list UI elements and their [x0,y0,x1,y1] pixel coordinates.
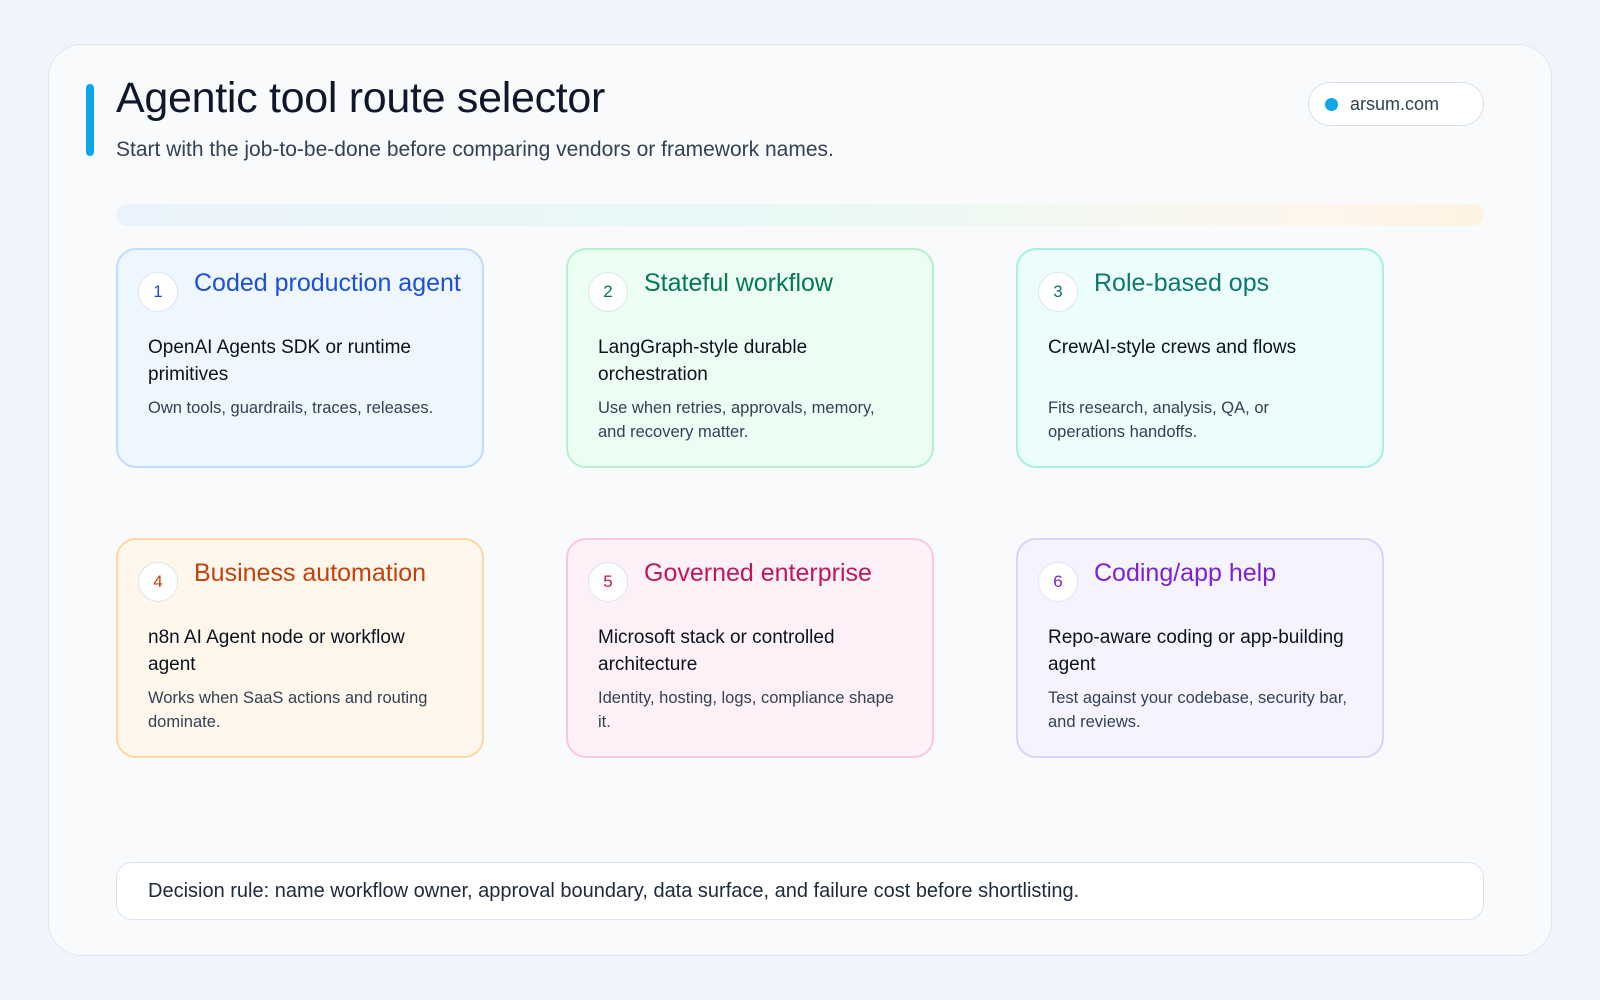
card-note: Test against your codebase, security bar… [1048,689,1347,731]
card-tool: Repo-aware coding or app-building agent [1048,627,1344,675]
card-tool: n8n AI Agent node or workflow agent [148,627,405,675]
main-panel [48,44,1552,956]
route-card-coded-production-agent[interactable]: 1 Coded production agent OpenAI Agents S… [116,248,484,468]
site-label: arsum.com [1350,93,1440,114]
card-note: Use when retries, approvals, memory, and… [598,399,875,441]
card-note: Fits research, analysis, QA, or operatio… [1048,399,1269,441]
card-tool: LangGraph-style durable orchestration [598,337,808,385]
status-dot-icon [1325,97,1338,111]
card-note: Works when SaaS actions and routing domi… [148,689,428,731]
gradient-divider [116,204,1484,226]
card-number-badge: 6 [1038,562,1078,602]
card-number-badge: 5 [588,562,628,602]
card-title: Coded production agent [194,269,461,297]
page-subtitle: Start with the job-to-be-done before com… [116,138,834,161]
route-card-role-based-ops[interactable]: 3 Role-based ops CrewAI-style crews and … [1016,248,1384,468]
card-title: Governed enterprise [644,559,872,587]
card-note: Identity, hosting, logs, compliance shap… [598,689,894,731]
card-title: Stateful workflow [644,269,833,297]
card-tool: Microsoft stack or controlled architectu… [598,627,835,675]
card-number-badge: 3 [1038,272,1078,312]
card-tool: CrewAI-style crews and flows [1048,337,1297,358]
card-title: Coding/app help [1094,559,1277,587]
card-number-badge: 2 [588,272,628,312]
page-title: Agentic tool route selector [116,74,606,122]
card-title: Business automation [194,559,427,587]
route-card-coding-app-help[interactable]: 6 Coding/app help Repo-aware coding or a… [1016,538,1384,758]
card-tool: OpenAI Agents SDK or runtime primitives [148,337,411,385]
card-note: Own tools, guardrails, traces, releases. [148,399,434,417]
site-badge[interactable]: arsum.com [1308,82,1484,126]
route-card-business-automation[interactable]: 4 Business automation n8n AI Agent node … [116,538,484,758]
decision-rule-text: Decision rule: name workflow owner, appr… [148,879,1080,902]
card-number-badge: 1 [138,272,178,312]
card-title: Role-based ops [1094,269,1270,297]
route-card-governed-enterprise[interactable]: 5 Governed enterprise Microsoft stack or… [566,538,934,758]
card-number-badge: 4 [138,562,178,602]
decision-rule-box: Decision rule: name workflow owner, appr… [116,862,1484,920]
route-card-stateful-workflow[interactable]: 2 Stateful workflow LangGraph-style dura… [566,248,934,468]
title-accent-bar [86,84,94,156]
